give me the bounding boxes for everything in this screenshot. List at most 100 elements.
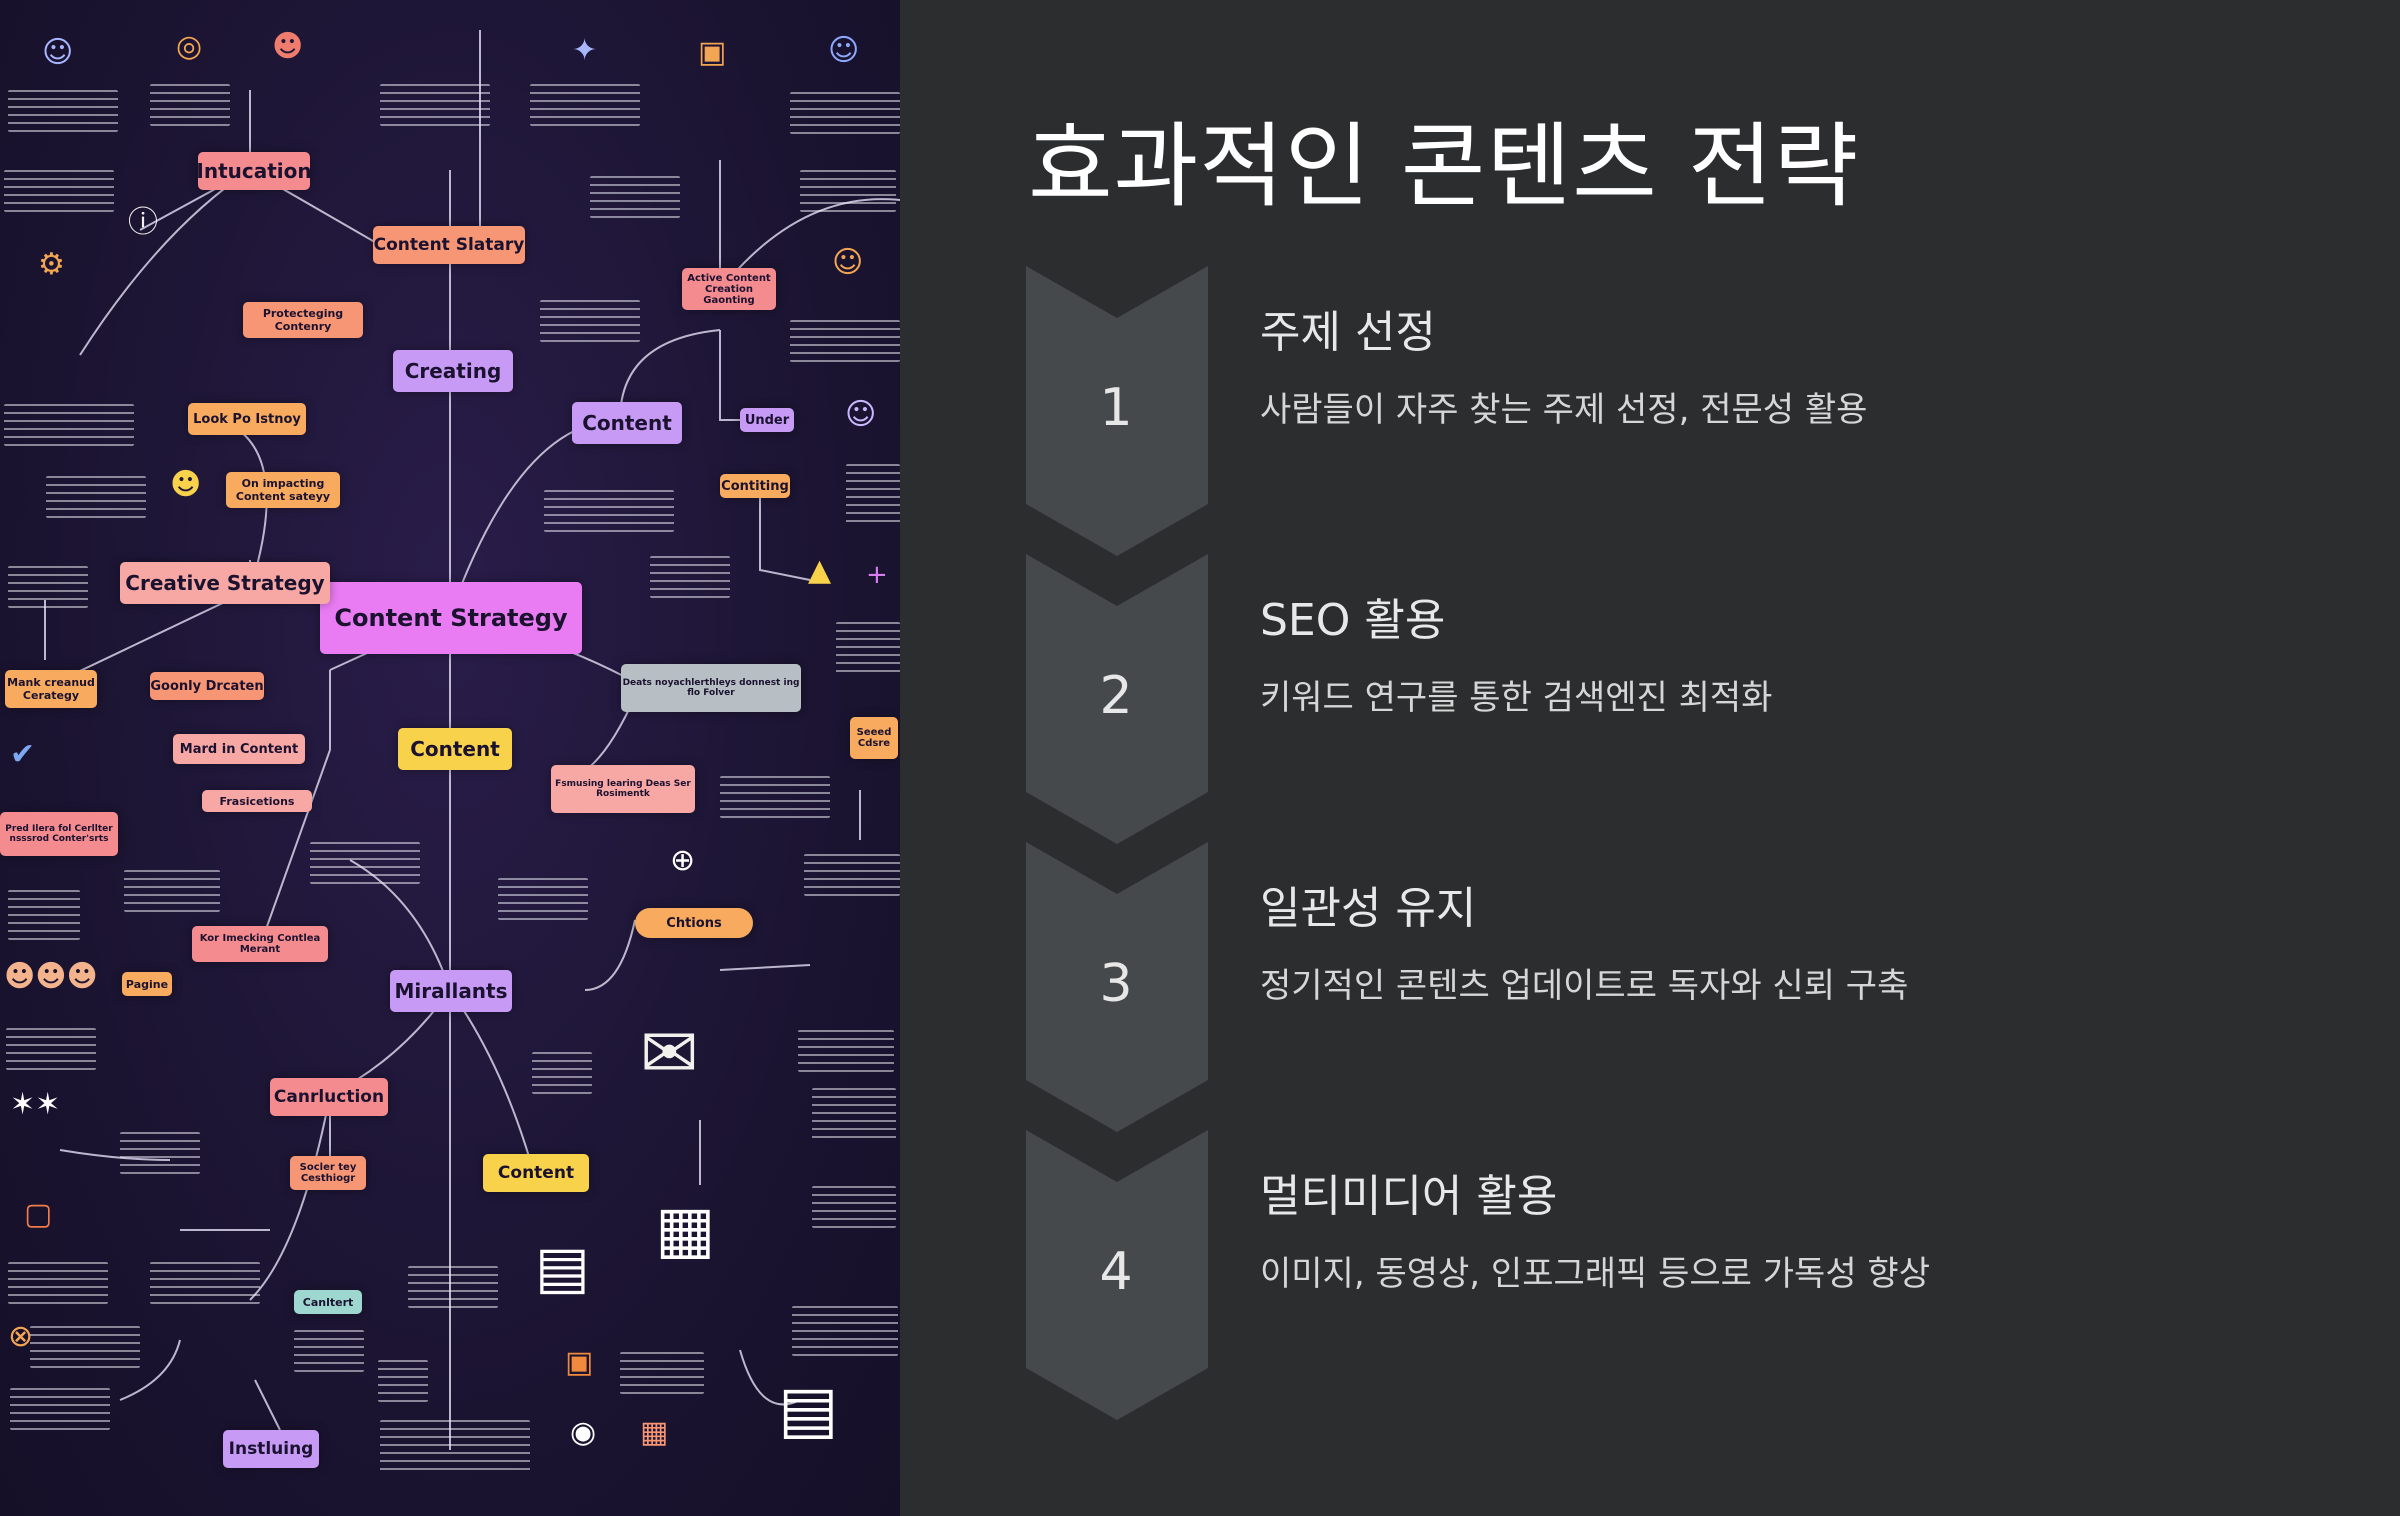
mindmap-text-block <box>812 1186 896 1228</box>
mindmap-node-fsmusing: Fsmusing learing Deas Ser Rosimentk <box>551 765 695 813</box>
alert-icon: ⓘ <box>128 205 158 240</box>
mindmap-text-block <box>150 1262 260 1304</box>
mindmap-node-mank-creanud: Mank creanud Cerategy <box>5 670 97 708</box>
sparkle-icon: ✦ <box>572 33 598 68</box>
mindmap-text-block <box>8 90 118 132</box>
mindmap-node-mard-in-content: Mard in Content <box>173 734 305 764</box>
mindmap-node-frasicetions: Frasicetions <box>202 790 312 812</box>
blogger-icon: ▣ <box>565 1345 594 1380</box>
mindmap-node-canltert: Canltert <box>294 1290 362 1314</box>
mindmap-node-contiting: Contiting <box>720 474 790 498</box>
user-icon: ☺ <box>42 35 74 70</box>
mindmap-text-block <box>540 300 640 342</box>
mindmap-text-block <box>120 1132 200 1174</box>
checklist-icon: ▤ <box>535 1233 590 1301</box>
linkedin-icon: ▢ <box>24 1197 53 1232</box>
mindmap-text-block <box>790 320 900 362</box>
pyramid-icon: ▲ <box>808 553 832 588</box>
mindmap-text-block <box>532 1052 592 1094</box>
mindmap-text-block <box>790 92 900 134</box>
mindmap-text-block <box>800 170 896 212</box>
mindmap-node-intucation: Intucation <box>196 152 312 190</box>
mindmap-text-block <box>46 476 146 518</box>
mindmap-text-block <box>8 1262 108 1304</box>
mindmap-text-block <box>378 1360 428 1402</box>
step-3-number: 3 <box>1099 954 1133 1014</box>
thumbs-up-icon: ✔ <box>10 737 36 772</box>
mindmap-text-block <box>150 84 230 126</box>
mindmap-node-creative-strategy: Creative Strategy <box>120 562 330 604</box>
mindmap-node-content-low: Content <box>483 1154 589 1192</box>
close-circle-icon: ⊗ <box>8 1319 34 1354</box>
mindmap-text-block <box>294 1330 364 1372</box>
mindmap-text-block <box>544 490 674 532</box>
mindmap-text-block <box>30 1326 140 1368</box>
mindmap-node-pagine: Pagine <box>122 972 172 996</box>
apps-icon: ▦ <box>640 1415 669 1450</box>
mindmap-text-block <box>812 1088 896 1144</box>
mindmap-text-block <box>530 84 640 126</box>
mindmap-node-active-content: Active Content Creation Gaonting <box>682 268 776 310</box>
gear-icon: ⚙ <box>38 247 65 282</box>
step-2-chevron <box>1026 554 1208 844</box>
mindmap-node-protecteging: Protecteging Contenry <box>243 302 363 338</box>
mindmap-text-block <box>408 1266 498 1308</box>
mindmap-node-goonly-drcaten: Goonly Drcaten <box>150 672 264 700</box>
step-1-description: 사람들이 자주 찾는 주제 선정, 전문성 활용 <box>1260 390 1868 430</box>
plus-circle-icon: ⊕ <box>670 843 696 878</box>
mindmap-node-kor-imecking: Kor Imecking Contlea Merant <box>192 926 328 962</box>
step-2-description: 키워드 연구를 통한 검색엔진 최적화 <box>1260 678 1773 718</box>
user-circle-icon: ☺ <box>828 33 860 68</box>
camera-icon: ▣ <box>698 35 727 70</box>
mindmap-center-node: Content Strategy <box>320 582 582 654</box>
mindmap-text-block <box>620 1352 704 1394</box>
mindmap-text-block <box>380 84 490 126</box>
mindmap-text-block <box>380 1420 530 1472</box>
mindmap-text-block <box>4 170 114 212</box>
dashboard-icon: ▦ <box>655 1193 716 1267</box>
mindmap-text-block <box>846 464 900 524</box>
step-1-number: 1 <box>1099 378 1133 438</box>
mindmap-node-content-slatary: Content Slatary <box>373 226 525 264</box>
mindmap-node-pred-uera: Pred Ilera fol Cerllter nsssrod Conter's… <box>0 812 118 856</box>
mindmap-text-block <box>720 776 830 818</box>
step-2-number: 2 <box>1099 666 1133 726</box>
step-3-chevron <box>1026 842 1208 1132</box>
mindmap-text-block <box>8 566 88 608</box>
step-1-chevron <box>1026 266 1208 556</box>
mindmap-node-deat-noy: Deats noyachlerthleys donnest ing flo Fo… <box>621 664 801 712</box>
people-icon: ☻ <box>272 29 304 64</box>
plus-icon: + <box>866 560 888 590</box>
chat-icon: ◉ <box>570 1415 597 1450</box>
mindmap-text-block <box>650 556 730 598</box>
smile-icon: ☻ <box>170 467 202 502</box>
mindmap-node-on-impacting: On impacting Content sateyy <box>226 472 340 508</box>
mindmap-node-content-top: Content <box>572 402 682 444</box>
mindmap-text-block <box>124 870 220 912</box>
mindmap-node-instluing: Instluing <box>223 1430 319 1468</box>
avatar-icon: ☺ <box>845 397 877 432</box>
mindmap-text-block <box>10 1388 110 1430</box>
mindmap-text-block <box>798 1030 894 1072</box>
mindmap-text-block <box>8 890 80 940</box>
target-icon: ◎ <box>176 29 203 64</box>
step-1-title: 주제 선정 <box>1260 307 1436 358</box>
stars-icon: ✶✶ <box>10 1087 61 1122</box>
step-4-title: 멀티미디어 활용 <box>1260 1171 1558 1222</box>
mindmap-text-block <box>804 854 900 896</box>
mindmap-node-seeed-cdsre: Seeed Cdsre <box>850 717 898 759</box>
step-3-title: 일관성 유지 <box>1260 883 1477 934</box>
mindmap-text-block <box>4 404 134 446</box>
mindmap-node-content-mid: Content <box>398 728 512 770</box>
mindmap-node-mirallants: Mirallants <box>390 970 512 1012</box>
book-icon: ▤ <box>778 1373 839 1447</box>
mindmap-node-creating: Creating <box>393 350 513 392</box>
mindmap-text-block <box>836 622 900 674</box>
mindmap-node-socler-tey: Socler tey Cesthiogr <box>290 1156 366 1190</box>
mindmap-text-block <box>590 176 680 218</box>
face-icon: ☺ <box>832 245 864 280</box>
mindmap-node-under: Under <box>740 408 794 432</box>
step-4-chevron <box>1026 1130 1208 1420</box>
mindmap-node-canrluction: Canrluction <box>270 1078 388 1116</box>
step-4-number: 4 <box>1099 1242 1133 1302</box>
